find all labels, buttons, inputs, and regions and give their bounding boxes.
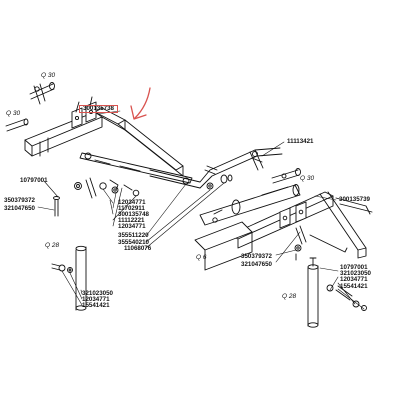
part-number-15541421-right: 15541421 — [340, 283, 368, 290]
part-number-321047650-left: 321047650 — [4, 205, 35, 212]
top-pin — [29, 82, 55, 105]
part-number-350379372-right: 350379372 — [241, 253, 272, 260]
left-hardware — [53, 177, 140, 217]
part-number-321023050-right: 321023050 — [340, 270, 371, 277]
part-number-355540210: 355540210 — [118, 239, 149, 246]
right-hardware — [294, 225, 367, 311]
part-number-300135748: 300135748 — [118, 211, 149, 218]
part-number-10797001-right: 10797001 — [340, 264, 368, 271]
part-number-10797001-left: 10797001 — [20, 177, 48, 184]
part-number-300135739: 300135739 — [339, 196, 370, 203]
left-pin — [5, 118, 29, 132]
highlight-arrowhead — [130, 105, 147, 120]
center-shaft — [149, 147, 283, 190]
part-number-15541421-left: 15541421 — [82, 302, 110, 309]
part-number-321047650-right: 321047650 — [241, 261, 272, 268]
pin-size-label-left: Q 30 — [6, 110, 21, 117]
part-number-321023050-left: 321023050 — [82, 290, 113, 297]
pin-size-label-q28-right: Q 28 — [282, 293, 297, 300]
blade-size-label: Q 6 — [196, 254, 207, 261]
blade-q6 — [194, 221, 253, 271]
right-pin — [271, 168, 301, 184]
part-number-11112221: 11112221 — [118, 217, 145, 224]
part-number-350379372-left: 350379372 — [4, 197, 35, 204]
part-number-355511220: 355511220 — [118, 232, 149, 239]
part-number-11702911: 11702911 — [118, 205, 145, 212]
part-number-12034771-b: 12034771 — [118, 223, 146, 230]
part-number-300135738: 300135738 — [79, 104, 118, 114]
right-vertical-pin — [307, 257, 319, 328]
leader-lines — [37, 110, 365, 310]
link-bar — [79, 152, 193, 185]
part-number-11113421: 11113421 — [287, 138, 314, 145]
right-top-pin — [249, 149, 264, 171]
pin-size-label-right: Q 30 — [300, 175, 315, 182]
left-vertical-pin — [51, 245, 87, 311]
left-arm-frame — [24, 96, 184, 177]
part-number-11068076: 11068076 — [124, 245, 152, 252]
pin-size-label-q28-left: Q 28 — [45, 242, 60, 249]
part-number-12034771-d: 12034771 — [340, 276, 368, 283]
part-number-12034771-a: 12034771 — [118, 199, 146, 206]
part-number-12034771-c: 12034771 — [82, 296, 110, 303]
pin-size-label-top: Q 30 — [41, 72, 56, 79]
highlight-arrow — [134, 87, 151, 119]
hydraulic-cylinder — [199, 184, 301, 226]
